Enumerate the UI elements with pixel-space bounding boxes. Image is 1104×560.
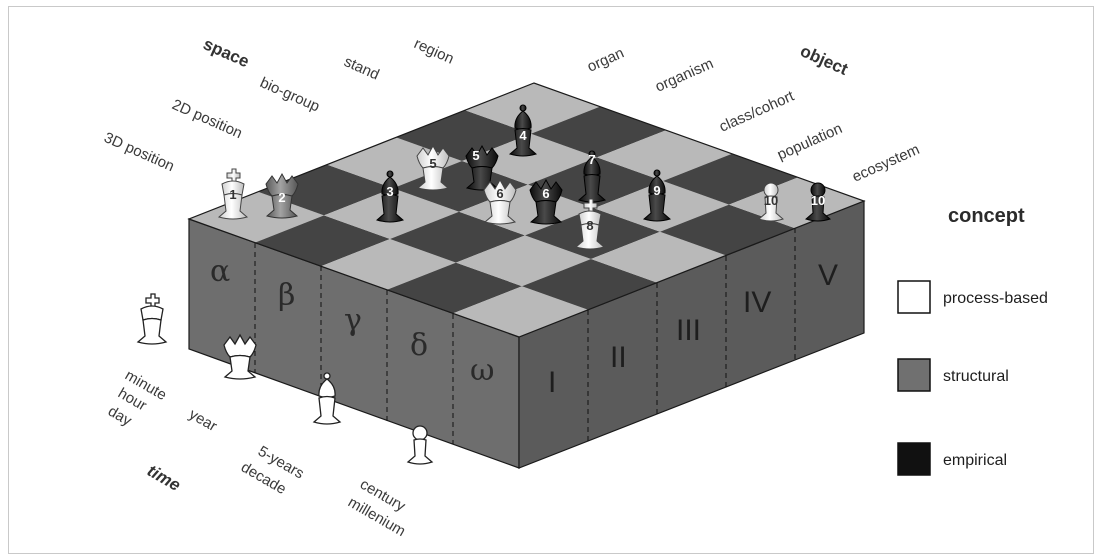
svg-text:10: 10	[764, 193, 778, 208]
side-label-I: I	[548, 366, 556, 399]
svg-text:9: 9	[653, 183, 660, 198]
space-level-2d-position: 2D position	[169, 96, 244, 142]
side-label-delta: δ	[410, 328, 428, 363]
svg-text:3: 3	[386, 184, 393, 199]
time-axis-title: time	[144, 461, 184, 495]
space-level-bio-group: bio-group	[257, 74, 322, 115]
legend-swatch-structural	[898, 359, 930, 391]
space-axis-title: space	[200, 34, 252, 71]
side-label-V: V	[818, 259, 838, 292]
svg-text:2: 2	[278, 190, 285, 205]
legend-swatch-empirical	[898, 443, 930, 475]
legend-title: concept	[948, 205, 1025, 227]
object-level-ecosystem: ecosystem	[850, 141, 922, 186]
svg-text:10: 10	[811, 193, 825, 208]
object-level-organ: organ	[585, 45, 627, 76]
space-level-3d-position: 3D position	[101, 129, 176, 175]
legend-label-empirical: empirical	[943, 452, 1007, 469]
side-label-omega: ω	[470, 353, 494, 388]
side-label-beta: β	[278, 278, 295, 313]
svg-text:7: 7	[588, 152, 595, 167]
side-label-alpha: α	[210, 254, 230, 289]
svg-text:6: 6	[496, 186, 503, 201]
space-level-region: region	[411, 35, 456, 67]
svg-text:5: 5	[472, 148, 479, 163]
time-level-year: year	[186, 406, 220, 435]
side-label-IV: IV	[743, 286, 771, 319]
time-king-outline-icon	[138, 294, 166, 344]
legend-label-structural: structural	[943, 368, 1009, 385]
svg-text:6: 6	[542, 186, 549, 201]
legend-label-process-based: process-based	[943, 290, 1048, 307]
object-axis-title: object	[797, 41, 851, 79]
object-level-class-cohort: class/cohort	[717, 87, 798, 135]
object-level-organism: organism	[653, 55, 716, 96]
side-label-gamma: γ	[344, 303, 362, 338]
space-level-stand: stand	[341, 53, 381, 83]
legend-swatch-process-based	[898, 281, 930, 313]
svg-text:1: 1	[229, 187, 236, 202]
svg-text:5: 5	[429, 156, 436, 171]
side-label-II: II	[610, 341, 627, 374]
object-level-population: population	[775, 120, 845, 164]
side-label-III: III	[676, 314, 701, 347]
svg-text:4: 4	[519, 128, 527, 143]
svg-text:8: 8	[586, 218, 593, 233]
